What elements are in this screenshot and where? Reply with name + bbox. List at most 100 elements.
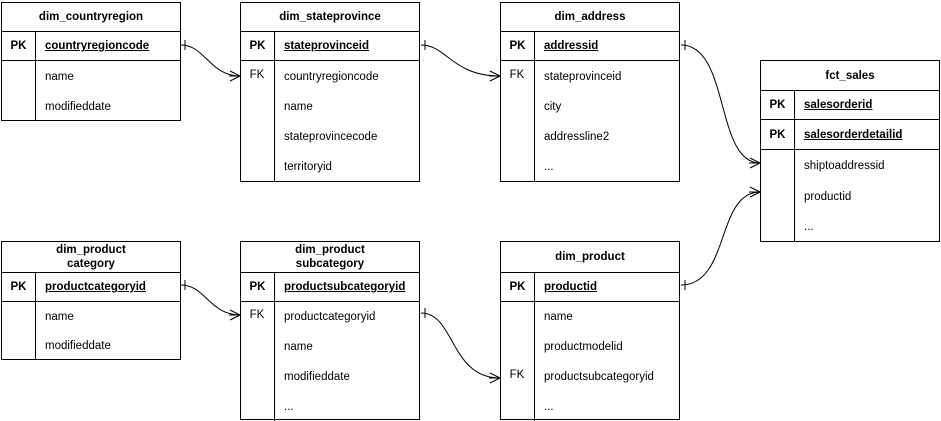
attribute-name: city: [544, 101, 562, 113]
attribute-name: ...: [284, 400, 294, 413]
entity-title-dim_stateprovince: dim_stateprovince: [241, 3, 419, 32]
key-badge: PK: [2, 32, 36, 60]
attribute-list: name modifieddate: [36, 61, 180, 121]
attribute-name: name: [45, 70, 74, 83]
attribute-name: modifieddate: [284, 371, 350, 383]
attribute-key-column: FK: [241, 302, 275, 421]
relationship-countryregion-to-stateprovince[interactable]: [180, 40, 241, 82]
attribute-name: salesorderid: [804, 99, 873, 111]
attribute-name: addressline2: [544, 131, 610, 143]
cardinality-many-marker: [229, 309, 241, 321]
relationship-address-to-fctsales[interactable]: [680, 40, 761, 169]
relationship-productcategory-to-subcategory[interactable]: [180, 280, 241, 321]
attribute-block: FK name productmodelid productsubcategoryid…: [501, 302, 679, 421]
key-badge: PK: [2, 273, 36, 301]
attribute-block: shiptoaddressid productid...: [761, 150, 939, 241]
key-row[interactable]: PK productsubcategoryid: [241, 273, 419, 302]
attribute-name: stateprovinceid: [284, 40, 369, 52]
attribute-name: name: [284, 341, 313, 353]
attribute-key-column: FK: [241, 61, 275, 182]
attribute-key-column: FK: [501, 302, 535, 421]
attribute-name: ...: [544, 400, 554, 413]
foreign-key-badge: FK: [509, 68, 525, 81]
attribute-name: productsubcategoryid: [284, 281, 406, 293]
attribute-name: shiptoaddressid: [804, 159, 885, 172]
attribute-key-column: [761, 150, 795, 241]
key-badge: PK: [501, 273, 535, 301]
attribute-list: name productmodelid productsubcategoryid..…: [535, 302, 679, 421]
cardinality-many-marker: [229, 70, 241, 82]
attribute-name: ...: [804, 220, 814, 233]
entity-rows: PK productcategoryid name modifieddate: [2, 273, 180, 359]
attribute-name: productcategoryid: [284, 311, 376, 323]
entity-title-dim_productsubcategory: dim_product subcategory: [241, 242, 419, 273]
key-row[interactable]: PK countryregioncode: [2, 32, 180, 61]
key-row[interactable]: PK salesorderid: [761, 91, 939, 120]
key-badge: PK: [761, 91, 795, 119]
attribute-name: productcategoryid: [45, 281, 146, 293]
key-row[interactable]: PK stateprovinceid: [241, 32, 419, 61]
key-badge: PK: [761, 120, 795, 149]
attribute-list: shiptoaddressid productid...: [795, 150, 939, 241]
cardinality-many-marker: [489, 70, 501, 82]
relationship-stateprovince-to-address[interactable]: [420, 40, 501, 82]
entity-title-dim_countryregion: dim_countryregion: [2, 3, 180, 32]
cardinality-many-marker: [749, 186, 761, 198]
attribute-name: countryregioncode: [45, 40, 150, 52]
attribute-name: productid: [544, 281, 598, 293]
attribute-name: name: [45, 311, 74, 323]
attribute-name: productmodelid: [544, 341, 623, 353]
attribute-name: modifieddate: [45, 100, 111, 113]
attribute-list: name modifieddate: [36, 302, 180, 359]
attribute-key-column: [2, 61, 36, 121]
attribute-name: productsubcategoryid: [544, 371, 654, 383]
entity-rows: PK countryregioncode name modifieddate: [2, 32, 180, 121]
attribute-name: productid: [804, 190, 852, 203]
attribute-name: territoryid: [284, 161, 332, 173]
attribute-block: name modifieddate: [2, 302, 180, 359]
attribute-name: stateprovincecode: [284, 131, 378, 143]
key-badge: PK: [241, 32, 275, 60]
relationship-productsubcategory-to-product[interactable]: [420, 308, 501, 384]
entity-title-dim_productcategory: dim_product category: [2, 242, 180, 273]
attribute-name: name: [284, 101, 313, 113]
entity-title-dim_address: dim_address: [501, 3, 679, 32]
foreign-key-badge: FK: [509, 369, 525, 381]
attribute-block: FK productcategoryid name modifieddate...: [241, 302, 419, 421]
attribute-name: name: [544, 311, 573, 323]
key-badge: PK: [241, 273, 275, 301]
foreign-key-badge: FK: [249, 68, 265, 81]
entity-title-dim_product: dim_product: [501, 242, 679, 273]
attribute-name: modifieddate: [45, 339, 111, 352]
attribute-block: FK countryregioncode name stateprovincecode…: [241, 61, 419, 182]
key-row[interactable]: PK productid: [501, 273, 679, 302]
key-badge: PK: [501, 32, 535, 60]
cardinality-many-marker: [489, 372, 501, 384]
attribute-name: stateprovinceid: [544, 70, 622, 83]
cardinality-many-marker: [749, 157, 761, 169]
entity-title-fct_sales: fct_sales: [761, 61, 939, 91]
attribute-list: productcategoryid name modifieddate...: [275, 302, 419, 421]
attribute-key-column: [2, 302, 36, 359]
attribute-name: countryregioncode: [284, 70, 379, 83]
key-row[interactable]: PK productcategoryid: [2, 273, 180, 302]
relationship-product-to-fctsales[interactable]: [680, 186, 761, 290]
attribute-block: name modifieddate: [2, 61, 180, 121]
